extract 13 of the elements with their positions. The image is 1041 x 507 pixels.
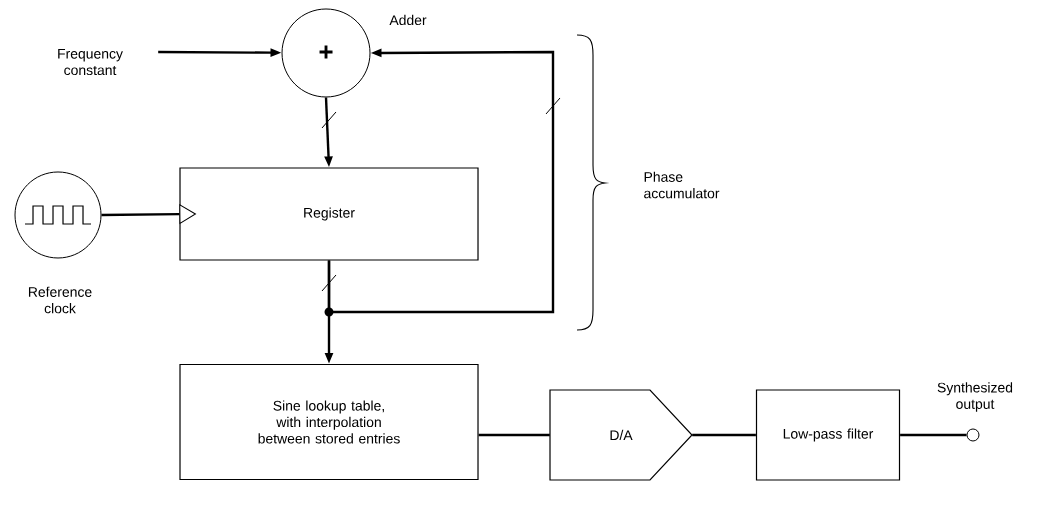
group-label: Phase accumulator	[644, 171, 720, 199]
converter-block: D/A	[549, 389, 693, 481]
connector	[478, 433, 550, 437]
node-label: Synthesized output	[937, 382, 1013, 412]
input-label: Frequency constant	[58, 48, 123, 76]
node-label: Reference clock	[28, 286, 92, 314]
process-box: Sine lookup table, with interpolation between stored entries	[179, 363, 479, 481]
connector	[101, 204, 196, 224]
process-box: Low-pass filter	[755, 389, 901, 481]
process-box: Register	[179, 167, 479, 261]
connector	[900, 433, 967, 437]
node-label: Adder	[389, 14, 427, 26]
connector	[692, 433, 756, 437]
